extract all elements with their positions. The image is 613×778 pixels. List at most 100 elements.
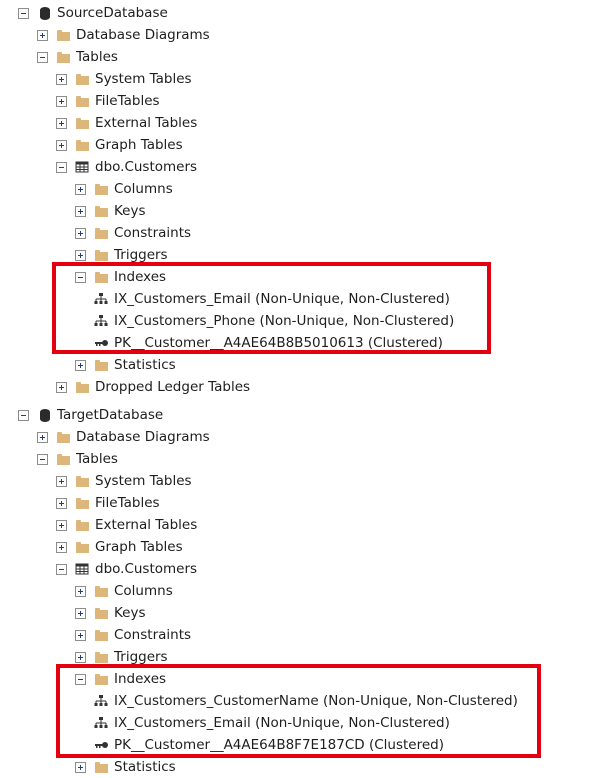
tree-node[interactable]: Columns xyxy=(75,580,173,602)
tree-node[interactable]: IX_Customers_CustomerName (Non-Unique, N… xyxy=(94,690,518,712)
folder-icon xyxy=(56,429,72,445)
expand-icon[interactable] xyxy=(75,761,86,773)
key-icon xyxy=(94,335,110,351)
tree-node-label: Triggers xyxy=(114,247,168,263)
folder-icon xyxy=(94,203,110,219)
tree-node[interactable]: Tables xyxy=(37,46,118,68)
tree-node[interactable]: External Tables xyxy=(56,112,197,134)
tree-node-label: Indexes xyxy=(114,671,167,687)
expand-icon[interactable] xyxy=(75,585,86,597)
tree-node-label: Graph Tables xyxy=(95,137,183,153)
expand-icon[interactable] xyxy=(56,541,67,553)
expand-icon[interactable] xyxy=(75,359,86,371)
tree-node[interactable]: Constraints xyxy=(75,222,191,244)
tree-node[interactable]: System Tables xyxy=(56,470,192,492)
tree-node[interactable]: Dropped Ledger Tables xyxy=(56,376,250,398)
tree-node[interactable]: dbo.Customers xyxy=(56,558,197,580)
tree-node[interactable]: System Tables xyxy=(56,68,192,90)
expand-icon[interactable] xyxy=(75,205,86,217)
index-icon xyxy=(94,291,110,307)
tree-node-label: dbo.Customers xyxy=(95,159,198,175)
tree-node[interactable]: Triggers xyxy=(75,244,168,266)
expand-icon[interactable] xyxy=(37,29,48,41)
tree-node[interactable]: Database Diagrams xyxy=(37,24,210,46)
expand-icon[interactable] xyxy=(37,431,48,443)
tree-node[interactable]: PK__Customer__A4AE64B8F7E187CD (Clustere… xyxy=(94,734,444,756)
table-icon xyxy=(75,159,91,175)
tree-node[interactable]: Keys xyxy=(75,602,146,624)
collapse-icon[interactable] xyxy=(56,563,67,575)
index-icon xyxy=(94,313,110,329)
expand-icon[interactable] xyxy=(56,497,67,509)
tree-node[interactable]: Columns xyxy=(75,178,173,200)
tree-node[interactable]: IX_Customers_Email (Non-Unique, Non-Clus… xyxy=(94,712,450,734)
collapse-icon[interactable] xyxy=(18,7,29,19)
collapse-icon[interactable] xyxy=(56,161,67,173)
collapse-icon[interactable] xyxy=(75,271,86,283)
tree-node[interactable]: FileTables xyxy=(56,492,160,514)
tree-node[interactable]: Graph Tables xyxy=(56,536,183,558)
collapse-icon[interactable] xyxy=(18,409,29,421)
expand-icon[interactable] xyxy=(75,651,86,663)
folder-icon xyxy=(75,137,91,153)
expand-icon[interactable] xyxy=(56,139,67,151)
tree-node-label: FileTables xyxy=(95,93,160,109)
tree-node[interactable]: IX_Customers_Phone (Non-Unique, Non-Clus… xyxy=(94,310,454,332)
tree-node[interactable]: IX_Customers_Email (Non-Unique, Non-Clus… xyxy=(94,288,450,310)
database-icon xyxy=(37,407,53,423)
tree-node[interactable]: SourceDatabase xyxy=(18,2,168,24)
collapse-icon[interactable] xyxy=(37,51,48,63)
folder-icon xyxy=(94,759,110,775)
expand-icon[interactable] xyxy=(75,249,86,261)
folder-icon xyxy=(94,269,110,285)
tree-node-label: TargetDatabase xyxy=(57,407,164,423)
expand-icon[interactable] xyxy=(56,117,67,129)
expand-icon[interactable] xyxy=(75,227,86,239)
tree-node[interactable]: Database Diagrams xyxy=(37,426,210,448)
collapse-icon[interactable] xyxy=(75,673,86,685)
tree-node[interactable]: TargetDatabase xyxy=(18,404,163,426)
tree-node-label: FileTables xyxy=(95,495,160,511)
tree-node[interactable]: dbo.Customers xyxy=(56,156,197,178)
tree-node-label: SourceDatabase xyxy=(57,5,168,21)
tree-node-label: PK__Customer__A4AE64B8F7E187CD (Clustere… xyxy=(114,737,444,753)
expand-icon[interactable] xyxy=(75,607,86,619)
expand-icon[interactable] xyxy=(75,183,86,195)
tree-node[interactable]: Triggers xyxy=(75,646,168,668)
tree-node[interactable]: Keys xyxy=(75,200,146,222)
collapse-icon[interactable] xyxy=(37,453,48,465)
expand-icon[interactable] xyxy=(56,519,67,531)
folder-icon xyxy=(75,71,91,87)
tree-node-label: Indexes xyxy=(114,269,167,285)
tree-node[interactable]: Indexes xyxy=(75,668,166,690)
index-icon xyxy=(94,693,110,709)
tree-node-label: IX_Customers_Phone (Non-Unique, Non-Clus… xyxy=(114,313,455,329)
tree-node[interactable]: PK__Customer__A4AE64B8B5010613 (Clustere… xyxy=(94,332,443,354)
folder-icon xyxy=(94,181,110,197)
table-icon xyxy=(75,561,91,577)
tree-node-label: dbo.Customers xyxy=(95,561,198,577)
tree-node[interactable]: Statistics xyxy=(75,756,176,778)
tree-node-label: Tables xyxy=(76,451,118,467)
folder-icon xyxy=(94,627,110,643)
index-icon xyxy=(94,715,110,731)
folder-icon xyxy=(75,115,91,131)
tree-node[interactable]: FileTables xyxy=(56,90,160,112)
expand-icon[interactable] xyxy=(56,475,67,487)
expand-icon[interactable] xyxy=(56,73,67,85)
tree-node[interactable]: Indexes xyxy=(75,266,166,288)
expand-icon[interactable] xyxy=(56,381,67,393)
expand-icon[interactable] xyxy=(75,629,86,641)
tree-node-label: Database Diagrams xyxy=(76,429,210,445)
tree-node[interactable]: Tables xyxy=(37,448,118,470)
tree-node[interactable]: External Tables xyxy=(56,514,197,536)
folder-icon xyxy=(94,247,110,263)
tree-node-label: System Tables xyxy=(95,473,192,489)
tree-node[interactable]: Constraints xyxy=(75,624,191,646)
expand-icon[interactable] xyxy=(56,95,67,107)
tree-node[interactable]: Graph Tables xyxy=(56,134,183,156)
folder-icon xyxy=(75,539,91,555)
folder-icon xyxy=(75,473,91,489)
tree-node-label: Graph Tables xyxy=(95,539,183,555)
tree-node[interactable]: Statistics xyxy=(75,354,176,376)
